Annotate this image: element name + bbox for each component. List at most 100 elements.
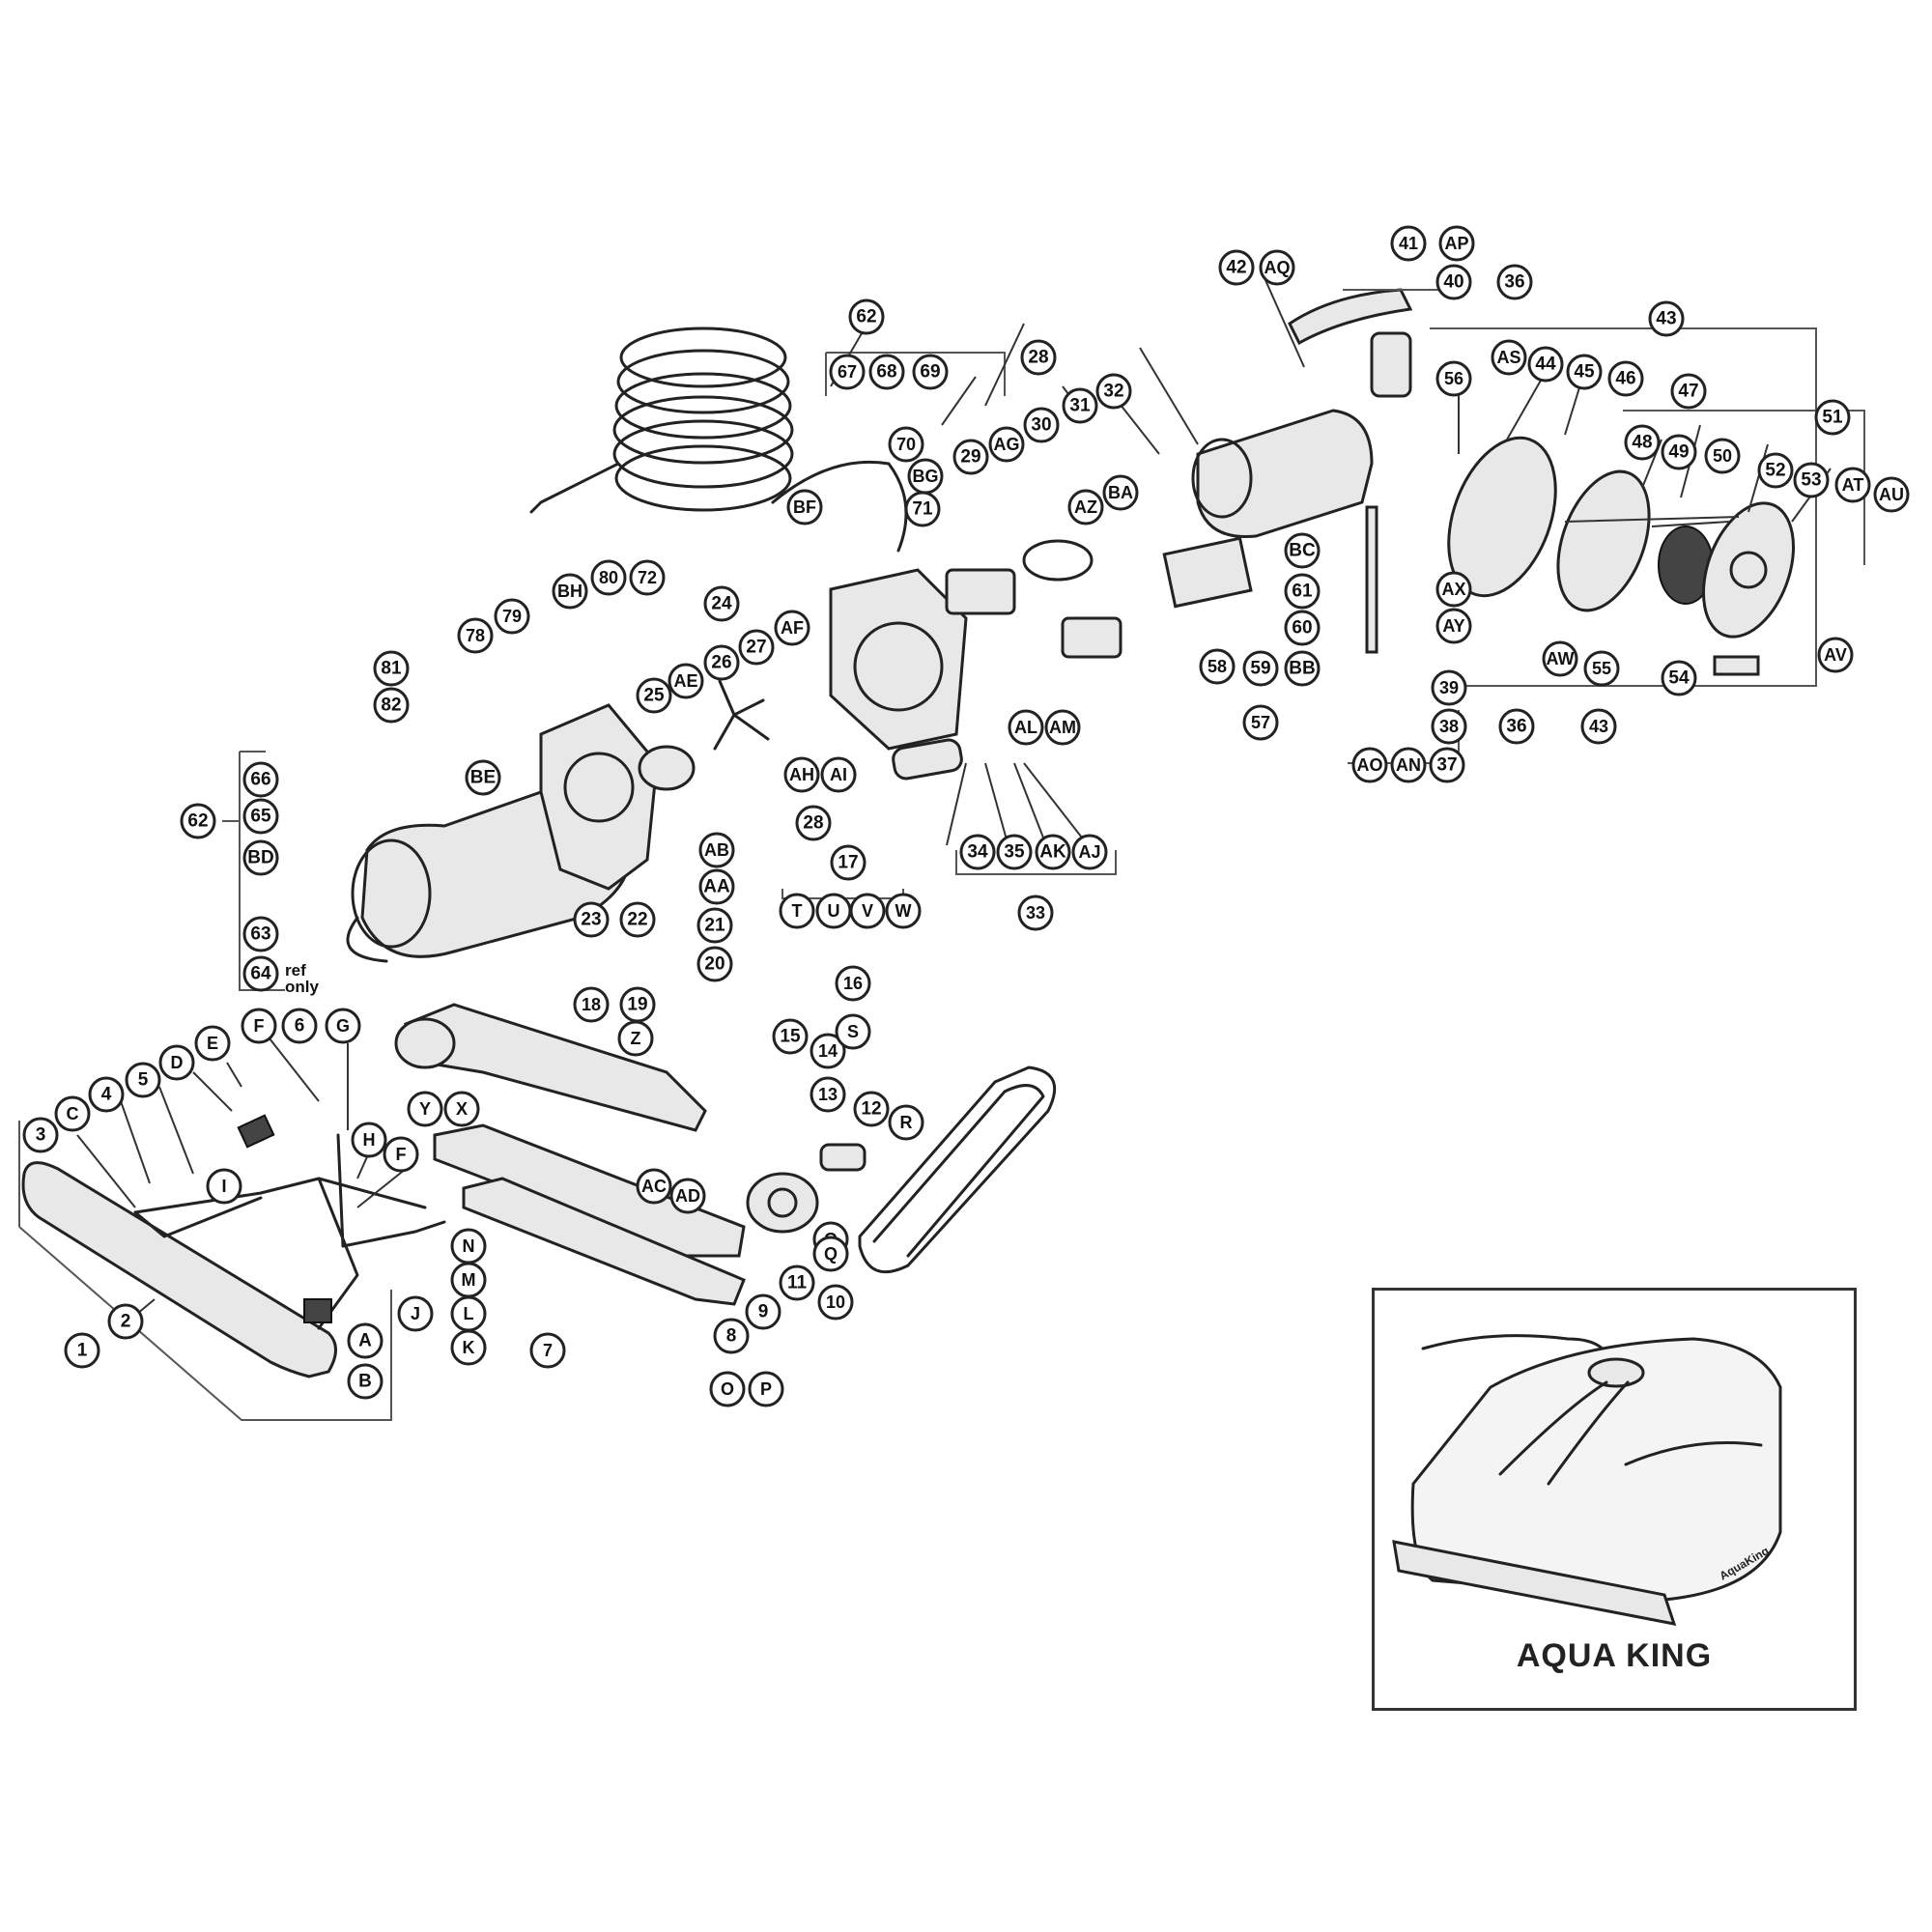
callout-circle (1435, 360, 1472, 397)
callout-68: 68 (868, 354, 905, 390)
callout-61: 61 (1284, 573, 1321, 610)
callout-circle (810, 1076, 846, 1113)
callout-label: 10 (826, 1293, 845, 1312)
callout-circle (22, 1117, 59, 1153)
callout-label: 43 (1589, 717, 1608, 736)
callout-circle (1071, 834, 1108, 870)
callout-circle (713, 1318, 750, 1354)
callout-circle (1023, 407, 1060, 443)
callout-circle (1390, 747, 1427, 783)
callout-label: AH (789, 765, 814, 784)
callout-label: 69 (920, 362, 940, 383)
callout-circle (812, 1236, 849, 1272)
callout-label: 23 (581, 910, 601, 930)
wheel-cap-52 (1701, 501, 1796, 639)
callout-ay: AY (1435, 608, 1472, 644)
callout-circle (206, 1168, 242, 1205)
callout-o: O (709, 1371, 746, 1407)
callout-circle (351, 1122, 387, 1158)
callout-8: 8 (713, 1318, 750, 1354)
callout-22: 22 (619, 901, 656, 938)
callout-label: 80 (599, 568, 618, 587)
callout-28: 28 (1020, 339, 1057, 376)
callout-ab: AB (698, 832, 735, 868)
callout-label: 40 (1443, 272, 1463, 293)
callout-ag: AG (988, 426, 1025, 463)
callout-circle (373, 650, 410, 687)
callout-56: 56 (1435, 360, 1472, 397)
callout-label: 3 (36, 1125, 46, 1146)
callout-17: 17 (830, 844, 867, 881)
callout-y: Y (407, 1091, 443, 1127)
callout-label: BA (1108, 483, 1133, 502)
callout-circle (242, 761, 279, 798)
callout-m: M (450, 1262, 487, 1298)
callout-79: 79 (494, 598, 530, 635)
callout-label: 38 (1439, 717, 1459, 736)
cover-bracket (1370, 331, 1412, 398)
callout-label: 65 (250, 807, 271, 827)
callout-bf: BF (786, 489, 823, 526)
callout-51: 51 (1814, 399, 1851, 436)
callout-label: 27 (746, 638, 766, 658)
callout-label: 41 (1399, 234, 1418, 253)
callout-label: AE (673, 671, 697, 691)
callout-circle (158, 1044, 195, 1081)
roller-13 (819, 1143, 867, 1172)
callout-x: X (443, 1091, 480, 1127)
callout-circle (829, 354, 866, 390)
callout-label: 55 (1592, 659, 1611, 678)
callout-circle (820, 756, 857, 793)
callout-bc: BC (1284, 532, 1321, 569)
bracket-33 (955, 850, 1117, 875)
callout-label: S (847, 1022, 859, 1041)
callout-23: 23 (573, 901, 610, 938)
callout-label: 79 (502, 607, 522, 626)
callout-label: G (336, 1016, 350, 1036)
callout-label: 32 (1103, 382, 1123, 402)
callout-37: 37 (1429, 747, 1465, 783)
callout-circle (383, 1136, 419, 1173)
callout-label: A (358, 1331, 372, 1351)
valve-body (945, 568, 1016, 615)
callout-label: AZ (1074, 497, 1097, 517)
callout-label: BB (1289, 659, 1315, 679)
callout-az: AZ (1067, 489, 1104, 526)
callout-label: W (895, 901, 912, 921)
callout-label: 82 (381, 696, 401, 716)
callout-label: 1 (77, 1341, 88, 1361)
callout-circle (709, 1371, 746, 1407)
callout-aq: AQ (1259, 249, 1295, 286)
callout-label: C (67, 1104, 79, 1123)
callout-circle (783, 756, 820, 793)
callout-label: T (792, 901, 803, 921)
callout-label: AN (1396, 755, 1421, 775)
callout-s: S (835, 1013, 871, 1050)
callout-v: V (849, 893, 886, 929)
spindle-37 (1365, 505, 1378, 654)
callout-circle (1199, 648, 1236, 685)
callout-82: 82 (373, 687, 410, 724)
callout-47: 47 (1670, 373, 1707, 410)
callout-label: 52 (1765, 461, 1785, 481)
callout-label: I (221, 1177, 226, 1196)
callout-circle (397, 1295, 434, 1332)
callout-label: AT (1842, 475, 1864, 495)
callout-circle (1242, 650, 1279, 687)
callout-circle (64, 1332, 100, 1369)
callout-label: 36 (1506, 717, 1526, 737)
callout-71: 71 (904, 491, 941, 527)
callout-34: 34 (959, 834, 996, 870)
callout-circle (952, 439, 989, 475)
callout-label: 37 (1436, 755, 1457, 776)
callout-label: 28 (803, 813, 823, 834)
switch-58 (1162, 536, 1253, 609)
callout-label: B (358, 1372, 372, 1392)
bracket-62-side (222, 751, 285, 991)
callout-label: BF (793, 497, 816, 517)
callout-label: AF (781, 618, 804, 638)
callout-circle (1814, 399, 1851, 436)
callout-label: AY (1442, 616, 1464, 636)
callout-36: 36 (1498, 708, 1535, 745)
callout-label: Q (824, 1244, 838, 1264)
